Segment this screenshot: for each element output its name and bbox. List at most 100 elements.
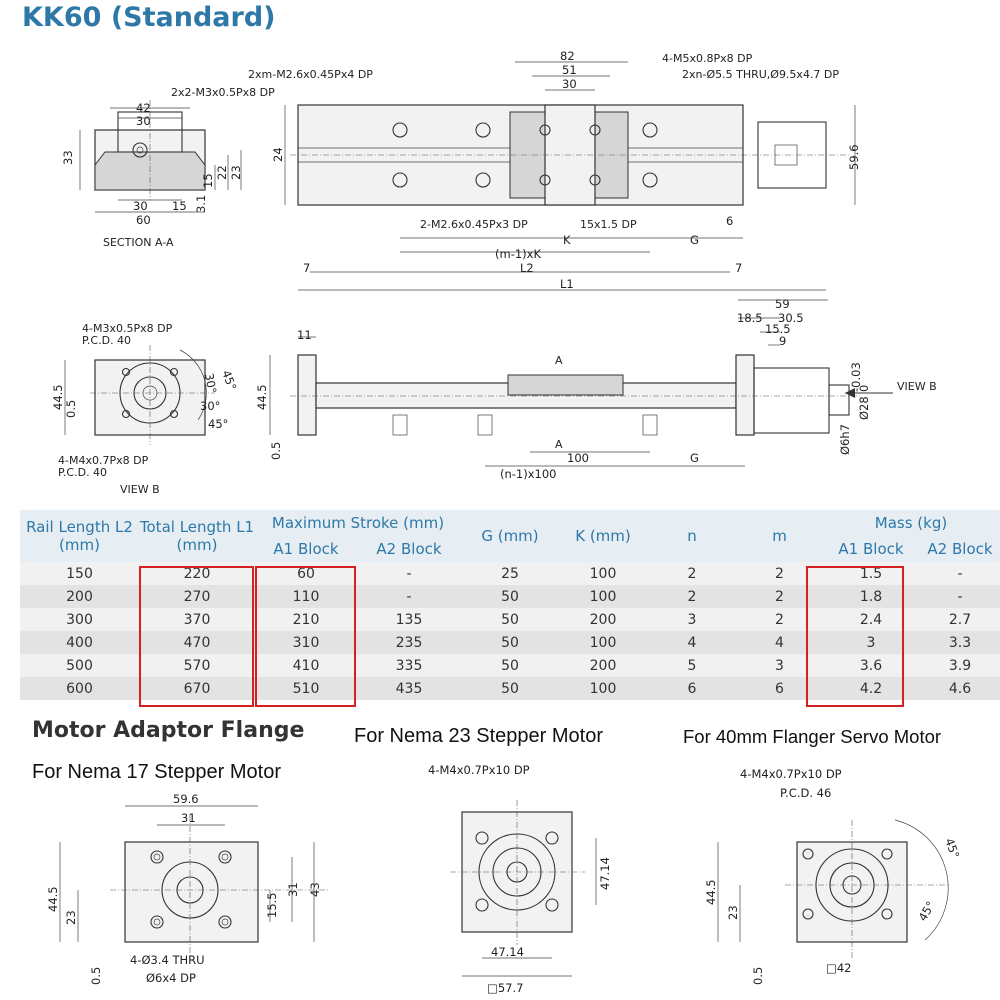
table-cell: 3.6	[822, 654, 920, 677]
dim-label: 24	[271, 147, 285, 162]
dim-label: (n-1)x100	[500, 467, 556, 481]
callout-label: Ø6x4 DP	[146, 971, 196, 985]
dim-label: 82	[560, 49, 575, 63]
table-cell: 3.3	[920, 631, 1000, 654]
nema23-flange: 47.14 47.14 □57.7 4-M4x0.7Px10 DP	[428, 763, 612, 995]
dim-label: L2	[520, 261, 534, 275]
page-title: KK60 (Standard)	[22, 2, 276, 33]
dim-label: 0	[857, 385, 871, 392]
table-cell: 235	[357, 631, 461, 654]
callout-label: 2x2-M3x0.5Px8 DP	[171, 86, 275, 99]
highlight-total-length	[139, 566, 254, 707]
section-marker: A	[555, 354, 563, 367]
callout-label: 4-Ø3.4 THRU	[130, 953, 205, 967]
nema17-heading: For Nema 17 Stepper Motor	[32, 761, 281, 783]
table-cell: 200	[559, 608, 647, 631]
dim-label: 42	[136, 101, 151, 115]
dim-label: 30	[136, 114, 151, 128]
header-g: G (mm)	[461, 510, 559, 562]
table-cell: 4	[737, 631, 822, 654]
table-cell: 310	[255, 631, 357, 654]
dim-label: 15	[172, 199, 187, 213]
header-mass-a1: A1 Block	[822, 536, 920, 562]
table-cell: 4.6	[920, 677, 1000, 700]
callout-label: P.C.D. 46	[780, 786, 831, 800]
flange-heading: Motor Adaptor Flange	[32, 718, 305, 743]
dim-label: 11	[297, 328, 312, 342]
dim-label: 43	[308, 882, 322, 897]
dim-label: 6	[726, 214, 733, 228]
table-cell: 600	[20, 677, 139, 700]
table-cell: 300	[20, 608, 139, 631]
table-cell: -	[920, 585, 1000, 608]
callout-label: 2-M2.6x0.45Px3 DP	[420, 218, 528, 231]
table-cell: 270	[139, 585, 255, 608]
angle-label: 45°	[915, 899, 937, 924]
dim-label: 15.5	[765, 322, 791, 336]
table-cell: 50	[461, 608, 559, 631]
header-rail-length: Rail Length L2 (mm)	[20, 510, 139, 562]
header-max-stroke: Maximum Stroke (mm)	[255, 510, 461, 536]
servo-heading: For 40mm Flanger Servo Motor	[683, 726, 942, 747]
callout-label: 4-M4x0.7Px8 DP	[58, 454, 149, 467]
spec-table: Rail Length L2 (mm) Total Length L1 (mm)…	[20, 510, 1000, 700]
table-cell: 2.7	[920, 608, 1000, 631]
dim-label: 59	[775, 297, 790, 311]
dim-label: 47.14	[491, 945, 524, 959]
table-cell: -	[920, 562, 1000, 585]
table-cell: 3	[647, 608, 737, 631]
dim-label: 30	[562, 77, 577, 91]
angle-label: 45°	[942, 836, 962, 860]
table-cell: 435	[357, 677, 461, 700]
highlight-stroke-a1	[255, 566, 356, 707]
table-cell: 6	[737, 677, 822, 700]
header-total-length: Total Length L1 (mm)	[139, 510, 255, 562]
dim-label: 47.14	[598, 857, 612, 890]
table-cell: 510	[255, 677, 357, 700]
header-stroke-a2: A2 Block	[357, 536, 461, 562]
dim-label: 44.5	[51, 384, 65, 410]
table-cell: 370	[139, 608, 255, 631]
table-cell: 100	[559, 677, 647, 700]
angle-label: 30°	[202, 372, 219, 395]
table-cell: 200	[559, 654, 647, 677]
table-cell: -	[357, 585, 461, 608]
dim-label: 30.5	[778, 311, 804, 325]
table-cell: 3	[737, 654, 822, 677]
dim-label: 0.5	[89, 967, 103, 985]
table-cell: 135	[357, 608, 461, 631]
table-cell: 6	[647, 677, 737, 700]
callout-label: P.C.D. 40	[58, 466, 107, 479]
table-cell: 100	[559, 562, 647, 585]
table-cell: 410	[255, 654, 357, 677]
angle-label: 45°	[208, 417, 228, 431]
dim-label: 9	[779, 334, 786, 348]
kk60-drawing: 42 30 30 15 60 33 15 22 23 3.1 SECTION A…	[51, 49, 937, 496]
table-cell: 500	[20, 654, 139, 677]
dim-label: 7	[303, 261, 310, 275]
nema17-flange: 59.6 31 44.5 23 0.5 15.5 31 43 4-Ø3.4 TH…	[46, 792, 330, 985]
dim-label: 59.6	[173, 792, 199, 806]
table-cell: 2	[737, 608, 822, 631]
dim-label: 51	[562, 63, 577, 77]
callout-label: 2xn-Ø5.5 THRU,Ø9.5x4.7 DP	[682, 68, 839, 81]
table-cell: 3.9	[920, 654, 1000, 677]
dim-label: G	[690, 233, 699, 247]
table-cell: 4	[647, 631, 737, 654]
dim-label: 44.5	[46, 886, 60, 912]
view-b-arrow-label: VIEW B	[897, 380, 937, 393]
header-mass-a2: A2 Block	[920, 536, 1000, 562]
table-cell: 200	[20, 585, 139, 608]
table-cell: 2	[647, 585, 737, 608]
table-cell: 100	[559, 585, 647, 608]
dim-label: 18.5	[737, 311, 763, 325]
dim-label: 100	[567, 451, 589, 465]
dim-label: L1	[560, 277, 574, 291]
side-view-module: 11 59 18.5 30.5 15.5 9 44.5 0.5 Ø28 -0.0…	[255, 297, 937, 481]
table-cell: 150	[20, 562, 139, 585]
nema23-heading: For Nema 23 Stepper Motor	[354, 725, 603, 747]
table-cell: 470	[139, 631, 255, 654]
